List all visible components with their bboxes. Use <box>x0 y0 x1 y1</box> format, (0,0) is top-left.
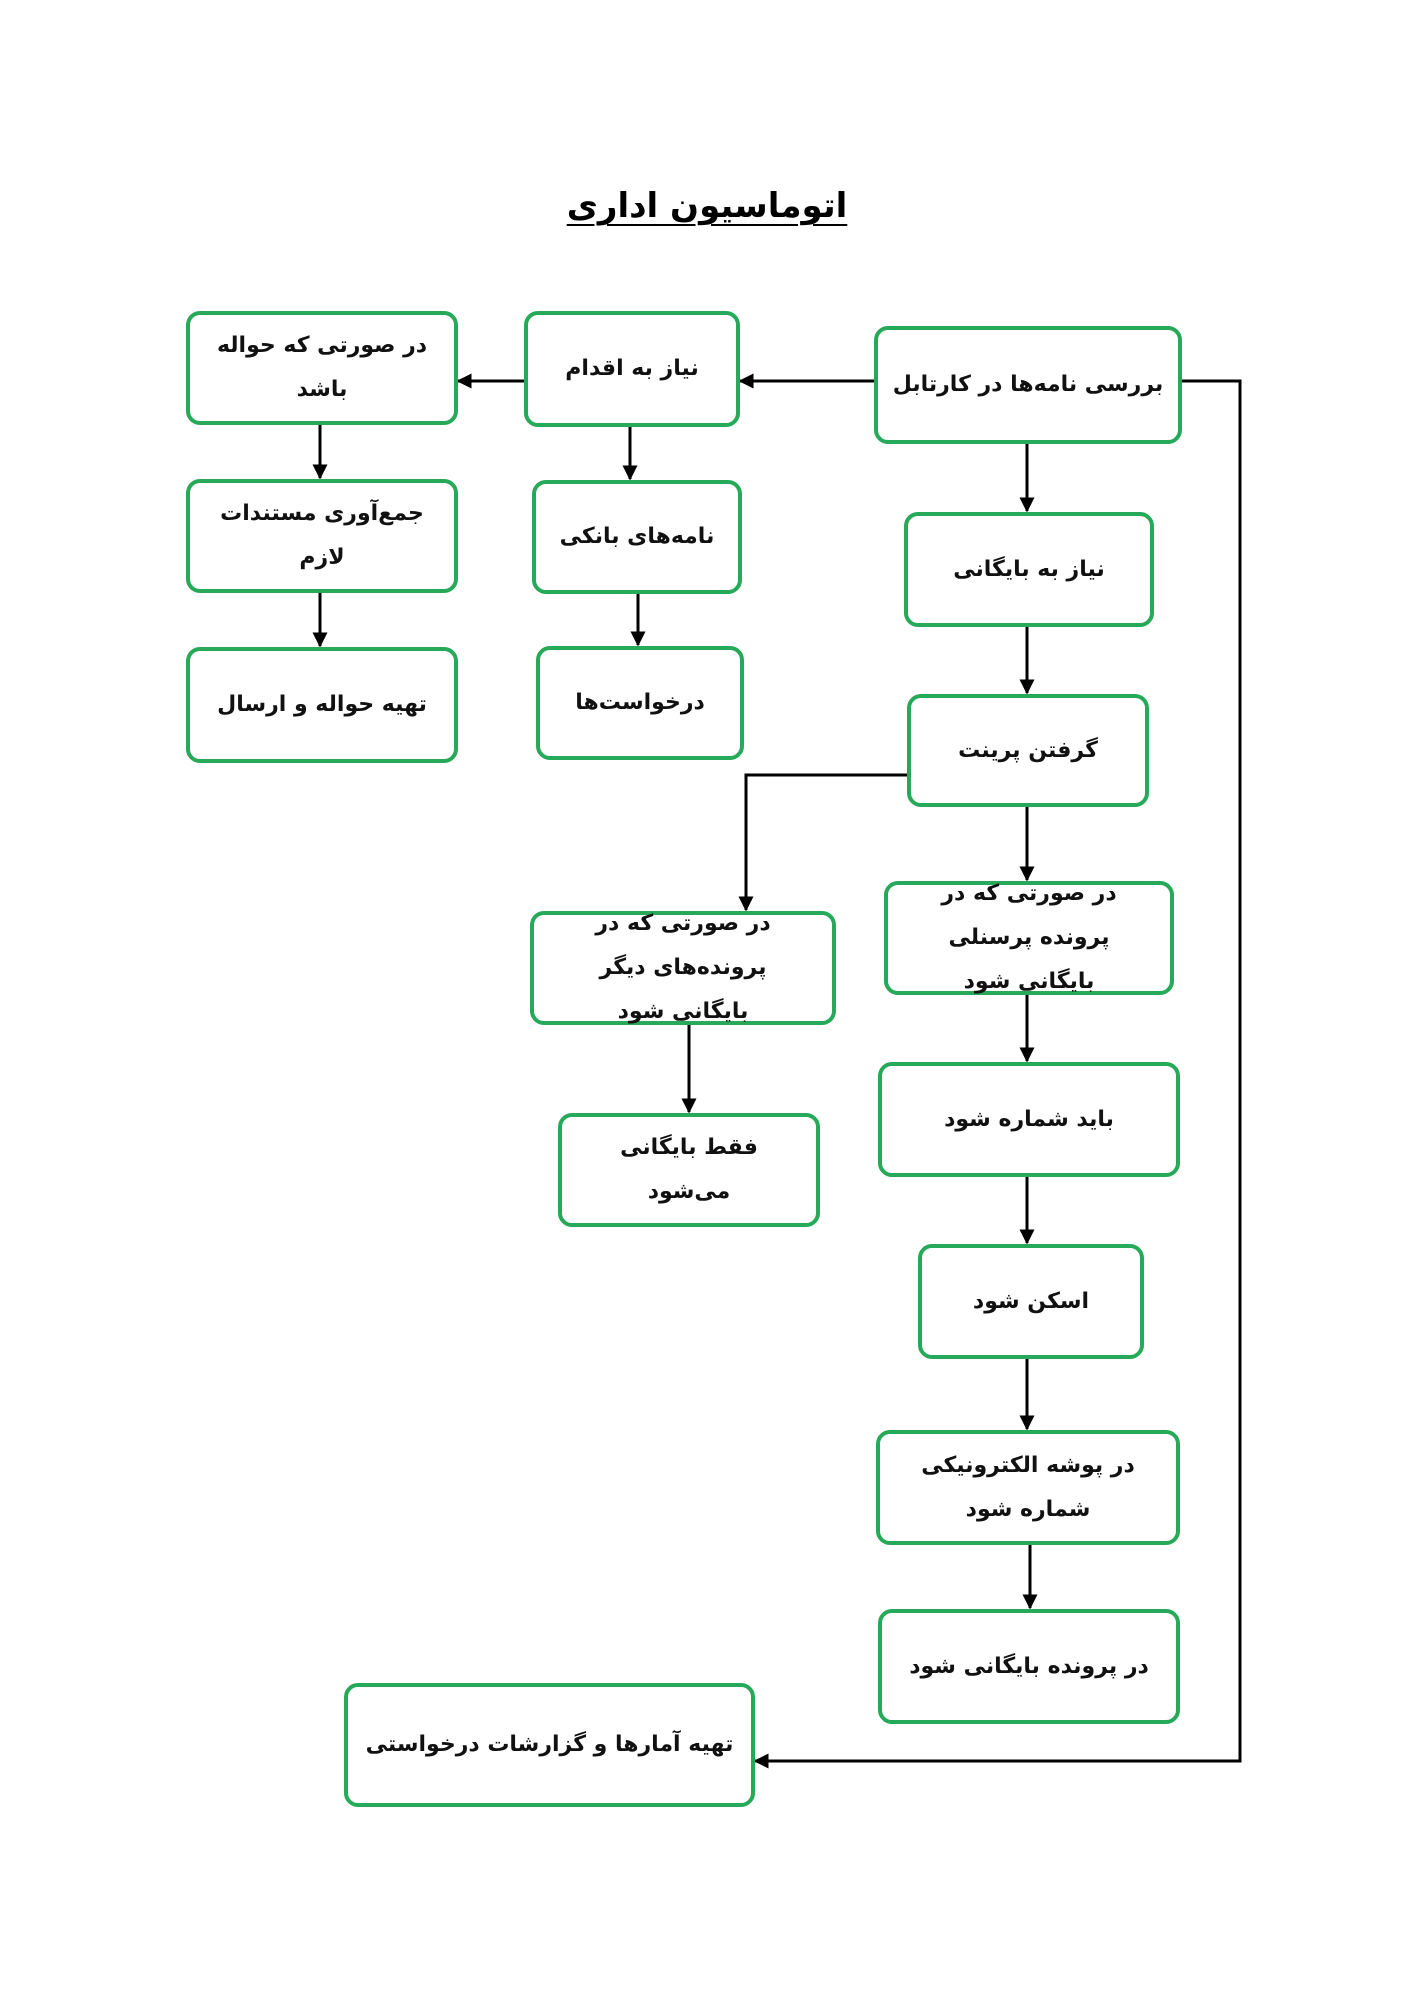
box-bank-letters: نامه‌های بانکی <box>532 480 742 594</box>
box-requests: درخواست‌ها <box>536 646 744 760</box>
box-review-letters-label: بررسی نامه‌ها در کارتابل <box>892 372 1164 397</box>
box-scan: اسکن شود <box>918 1244 1144 1359</box>
box-scan-label: اسکن شود <box>972 1288 1090 1314</box>
box-need-archive-label: نیاز به بایگانی <box>953 556 1105 582</box>
box-need-action-label: نیاز به اقدام <box>565 356 699 381</box>
box-collect-documents: جمع‌آوری مستندات لازم <box>186 479 458 593</box>
box-review-letters: بررسی نامه‌ها در کارتابل <box>874 326 1182 444</box>
box-archive-in-file-label: در پرونده بایگانی شود <box>909 1653 1149 1679</box>
box-personnel-file-label: در صورتی که در پرونده پرسنلی بایگانی شود <box>941 881 1117 994</box>
box-need-archive: نیاز به بایگانی <box>904 512 1154 627</box>
box-electronic-folder: در پوشه الکترونیکی شماره شود <box>876 1430 1180 1545</box>
box-take-print-label: گرفتن پرینت <box>958 737 1098 763</box>
arrow-print-to-other-files <box>738 773 907 912</box>
box-take-print: گرفتن پرینت <box>907 694 1149 807</box>
box-bank-letters-label: نامه‌های بانکی <box>559 524 715 549</box>
box-prepare-transfer-send: تهیه حواله و ارسال <box>186 647 458 763</box>
arrow-review-to-reports <box>753 379 1242 1769</box>
box-electronic-folder-label: در پوشه الکترونیکی شماره شود <box>921 1452 1135 1522</box>
box-only-archived-label: فقط بایگانی می‌شود <box>620 1135 758 1204</box>
box-prepare-transfer-send-label: تهیه حواله و ارسال <box>217 692 427 717</box>
box-reports: تهیه آمارها و گزارشات درخواستی <box>344 1683 755 1807</box>
box-must-numbered: باید شماره شود <box>878 1062 1180 1177</box>
page-title: اتوماسیون اداری <box>566 186 848 226</box>
box-other-files-label: در صورتی که در پرونده‌های دیگر بایگانی ش… <box>595 911 771 1024</box>
box-reports-label: تهیه آمارها و گزارشات درخواستی <box>365 1732 734 1757</box>
box-if-transfer-label: در صورتی که حواله باشد <box>216 333 428 402</box>
box-if-transfer: در صورتی که حواله باشد <box>186 311 458 425</box>
box-archive-in-file: در پرونده بایگانی شود <box>878 1609 1180 1724</box>
box-need-action: نیاز به اقدام <box>524 311 740 427</box>
box-only-archived: فقط بایگانی می‌شود <box>558 1113 820 1227</box>
box-collect-documents-label: جمع‌آوری مستندات لازم <box>220 501 424 570</box>
box-other-files: در صورتی که در پرونده‌های دیگر بایگانی ش… <box>530 911 836 1025</box>
box-personnel-file: در صورتی که در پرونده پرسنلی بایگانی شود <box>884 881 1174 995</box>
box-requests-label: درخواست‌ها <box>575 690 705 715</box>
box-must-numbered-label: باید شماره شود <box>944 1106 1114 1132</box>
